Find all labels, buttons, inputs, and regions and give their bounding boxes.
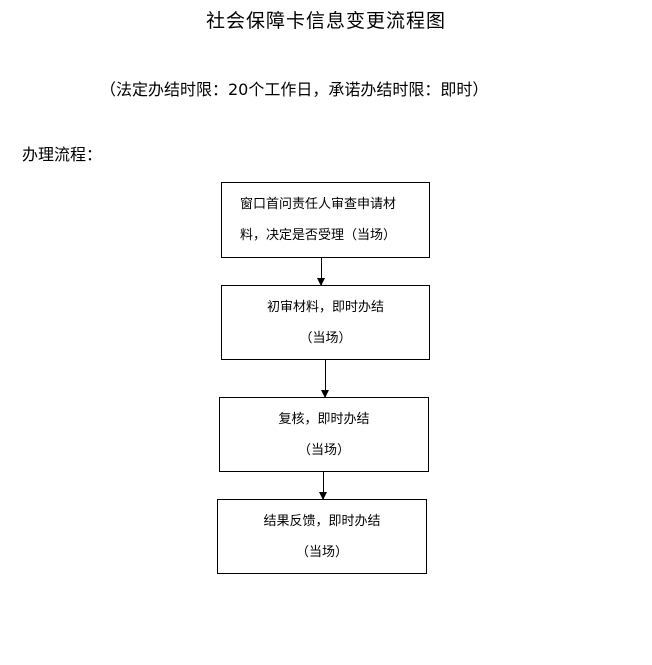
time-limit-note: （法定办结时限：20个工作日，承诺办结时限：即时） bbox=[100, 80, 489, 99]
flow-step-feedback: 结果反馈，即时办结 （当场） bbox=[217, 499, 427, 574]
step-text: 结果反馈，即时办结 bbox=[263, 514, 381, 529]
flow-step-recheck: 复核，即时办结 （当场） bbox=[219, 397, 429, 472]
step-text: 料，决定是否受理（当场） bbox=[240, 228, 397, 243]
flow-arrow bbox=[321, 360, 329, 398]
flow-step-accept: 窗口首问责任人审查申请材 料，决定是否受理（当场） bbox=[221, 182, 430, 258]
page-title: 社会保障卡信息变更流程图 bbox=[205, 10, 446, 32]
step-text: 窗口首问责任人审查申请材 bbox=[240, 197, 397, 212]
step-text: 初审材料，即时办结 bbox=[266, 300, 384, 315]
step-text: （当场） bbox=[299, 331, 352, 346]
step-text: （当场） bbox=[297, 443, 350, 458]
step-text: 复核，即时办结 bbox=[278, 412, 370, 427]
process-heading: 办理流程： bbox=[22, 145, 103, 164]
flow-arrow bbox=[317, 258, 325, 286]
flow-step-initial-review: 初审材料，即时办结 （当场） bbox=[221, 285, 430, 360]
flow-arrow bbox=[319, 472, 327, 500]
step-text: （当场） bbox=[295, 545, 348, 560]
